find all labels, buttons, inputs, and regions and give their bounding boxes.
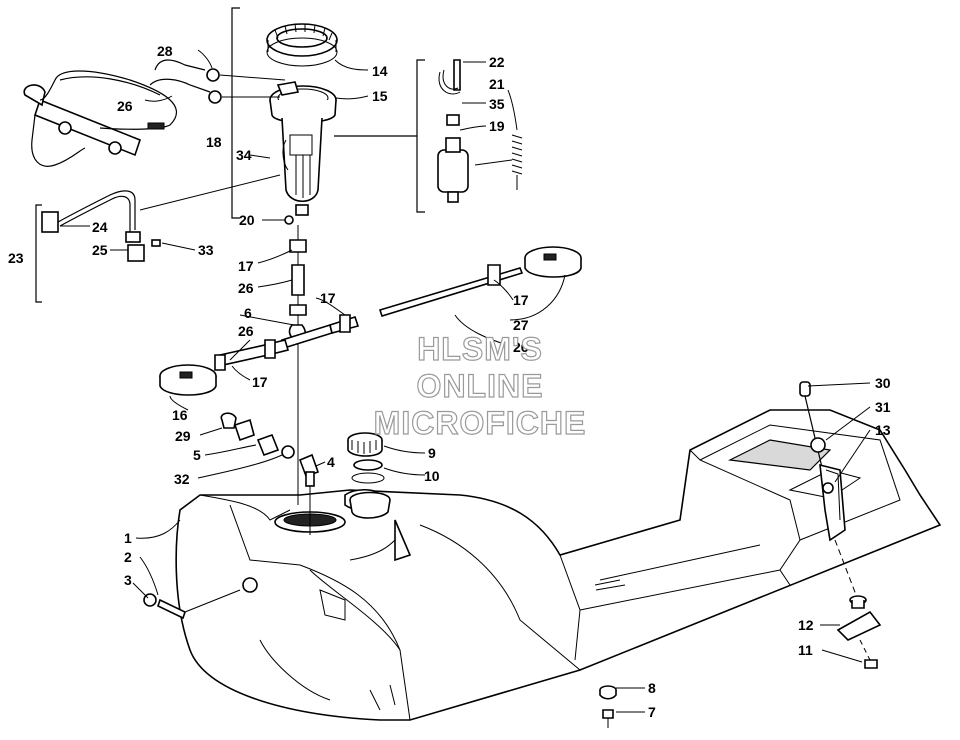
vent-hose-assembly [159,225,582,535]
callout-26-b: 26 [238,280,254,296]
watermark-line-1: HLSM'S [417,331,543,367]
in-tank-pump [437,59,523,203]
callout-2: 2 [124,549,132,565]
callout-26-a: 26 [117,98,133,114]
callout-31: 31 [875,399,891,415]
leader-lines [60,49,871,713]
callout-20: 20 [239,212,255,228]
callout-30: 30 [875,375,891,391]
callout-17-a: 17 [238,258,254,274]
fuel-rail [23,59,286,167]
callout-27: 27 [513,317,529,333]
callout-35: 35 [489,96,505,112]
callout-22: 22 [489,54,505,70]
callout-17-c: 17 [513,292,529,308]
callout-26-c: 26 [238,323,254,339]
bracket-23 [35,204,42,303]
bottom-hardware [599,685,617,728]
filler-cap [347,432,391,519]
watermark: HLSM'S ONLINE MICROFICHE [373,330,587,441]
bracket-18 [231,7,240,219]
callout-3: 3 [124,572,132,588]
callout-5: 5 [193,447,201,463]
callout-19: 19 [489,118,505,134]
callout-17-b: 17 [320,290,336,306]
callout-33: 33 [198,242,214,258]
callout-24: 24 [92,219,108,235]
callout-12: 12 [798,617,814,633]
callout-6: 6 [244,305,252,321]
callout-28: 28 [157,43,173,59]
callout-18: 18 [206,134,222,150]
gauge-rod [799,381,882,669]
callout-26-d: 26 [513,339,529,355]
callout-9: 9 [428,445,436,461]
callout-8: 8 [648,680,656,696]
callout-7: 7 [648,704,656,720]
callout-13: 13 [875,422,891,438]
callout-1: 1 [124,530,132,546]
callout-11: 11 [798,642,813,658]
watermark-line-2: ONLINE [417,368,544,404]
callout-17-d: 17 [252,374,268,390]
fuel-pump-module [266,23,338,225]
watermark-line-3: MICROFICHE [374,405,587,441]
callout-23: 23 [8,250,24,266]
callout-14: 14 [372,63,388,79]
callout-34: 34 [236,147,252,163]
callout-16: 16 [172,407,188,423]
bracket-pump-parts [416,59,425,213]
callout-29: 29 [175,428,191,444]
callout-labels: 1 2 3 4 5 6 7 8 9 10 11 12 13 14 15 16 1… [8,43,891,720]
callout-4: 4 [327,454,335,470]
callout-10: 10 [424,468,440,484]
wiring-harness [41,174,281,262]
callout-32: 32 [174,471,190,487]
callout-25: 25 [92,242,108,258]
callout-21: 21 [489,76,505,92]
callout-15: 15 [372,88,388,104]
